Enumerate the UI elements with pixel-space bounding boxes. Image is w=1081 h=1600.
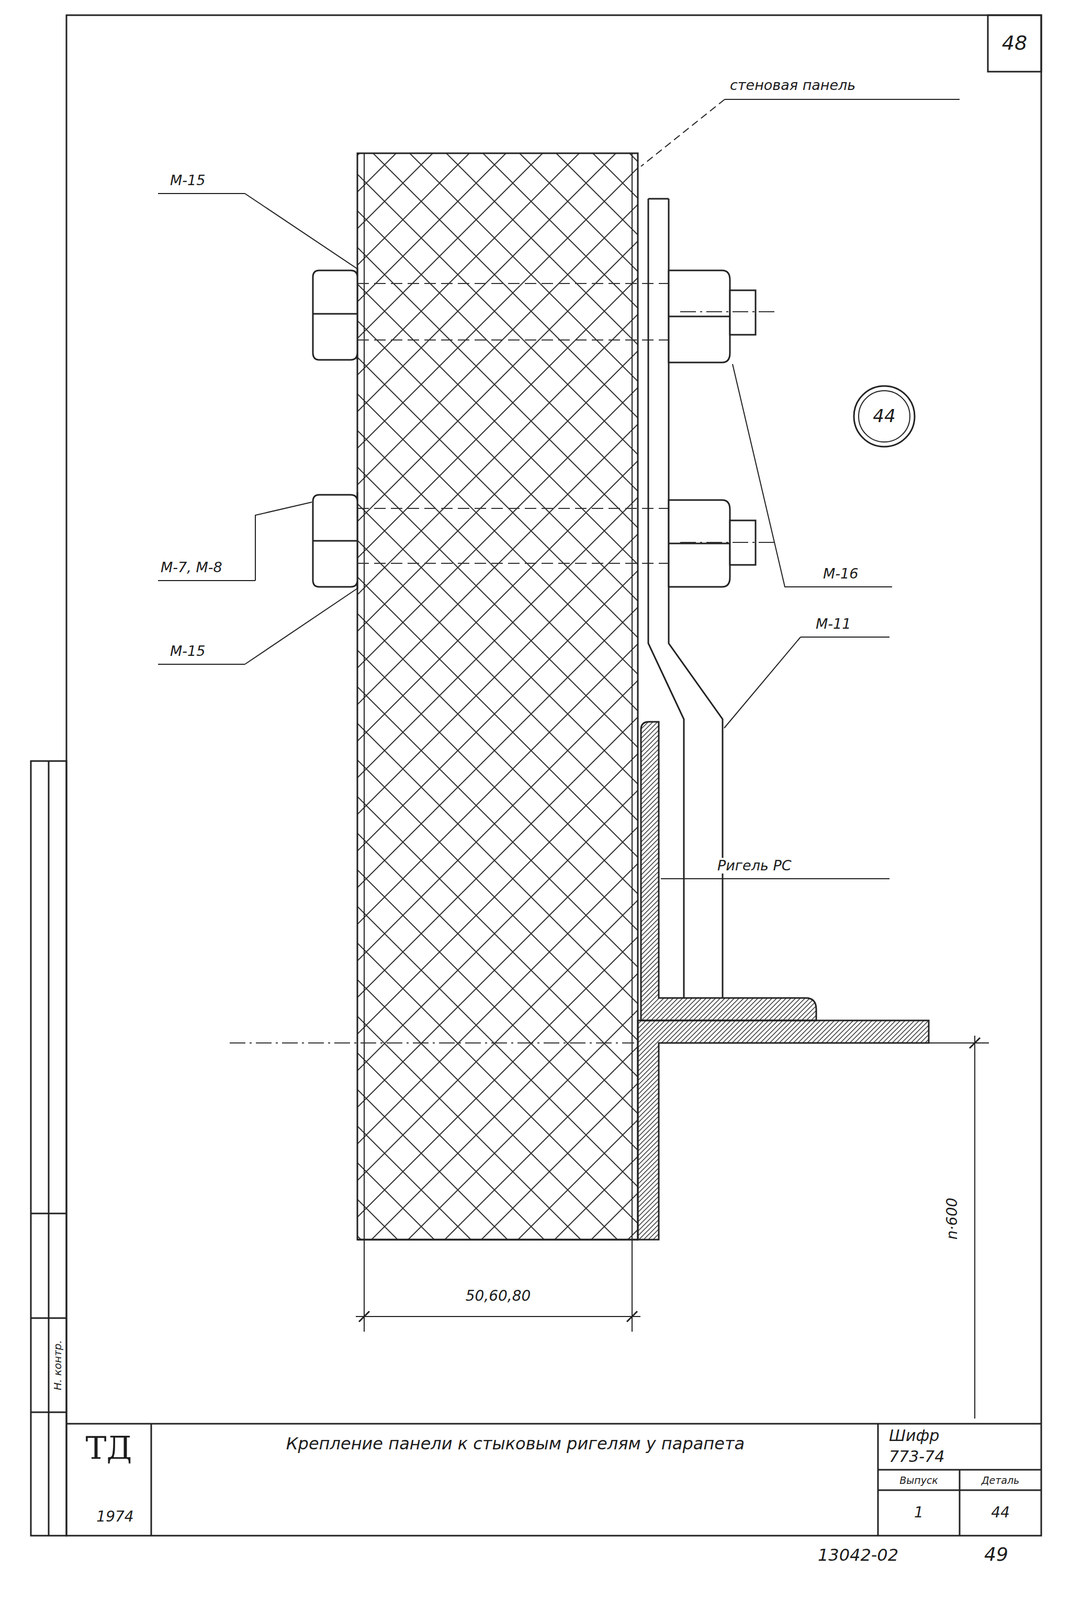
sheet-number: 48 — [1000, 32, 1029, 55]
logo: ТД — [84, 1431, 134, 1466]
stamp-heading: Выпуск — [897, 1475, 940, 1487]
part-name: стеновая панель — [728, 77, 858, 94]
part-name: Ригель РС — [715, 858, 794, 874]
stamp-role: Н. контр. — [51, 1338, 64, 1393]
part-mark: М-15 — [168, 643, 207, 660]
stamp-value: 773-74 — [887, 1448, 947, 1466]
stamp-value: 44 — [989, 1505, 1012, 1522]
part-mark: М-16 — [821, 566, 860, 582]
part-mark: М-15 — [168, 172, 207, 189]
part-mark: М-11 — [814, 616, 853, 633]
archive-number: 13042-02 — [816, 1546, 900, 1565]
stamp-value: 1 — [912, 1505, 926, 1522]
stamp-heading: Деталь — [980, 1475, 1022, 1487]
year: 1974 — [94, 1509, 135, 1526]
stamp-heading: Шифр — [887, 1427, 941, 1445]
drawing-title: Крепление панели к стыковым ригелям у па… — [172, 1433, 859, 1455]
dimension: 50,60,80 — [464, 1288, 533, 1305]
page-number: 49 — [982, 1544, 1010, 1566]
part-mark: М-7, М-8 — [159, 559, 224, 576]
dimension: n·600 — [944, 1196, 961, 1242]
detail-number: 44 — [871, 406, 897, 426]
